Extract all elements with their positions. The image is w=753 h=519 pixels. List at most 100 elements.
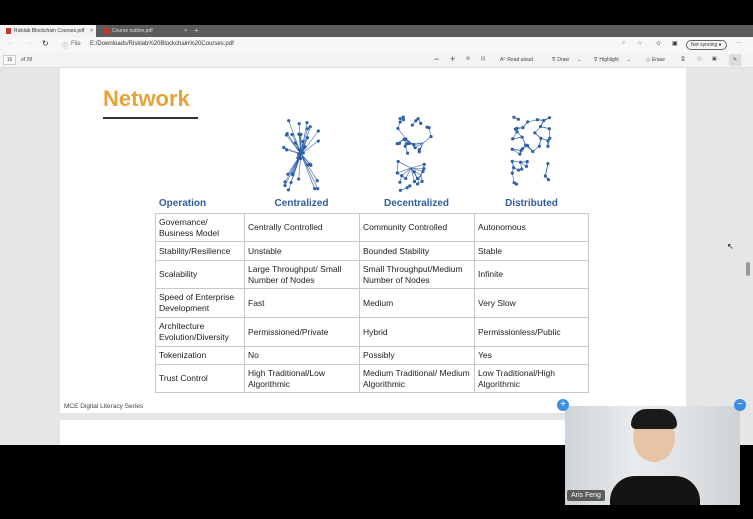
- tab-risklab[interactable]: Risklab Blockchain Courses.pdf ×: [0, 25, 96, 37]
- refresh-icon[interactable]: ↻: [42, 39, 49, 48]
- close-tab-icon[interactable]: ×: [184, 28, 187, 34]
- table-cell: Tokenization: [155, 346, 245, 365]
- url-input[interactable]: E:/Downloads/Risklab%20Blockchain%20Cour…: [90, 41, 234, 47]
- sync-button[interactable]: Not syncing ●: [686, 40, 727, 50]
- page-count: of 28: [21, 57, 33, 63]
- draw-label: Draw: [557, 57, 570, 63]
- network-node: [526, 120, 530, 124]
- network-node: [398, 120, 402, 124]
- network-node: [510, 171, 514, 175]
- network-node: [410, 123, 414, 127]
- table-cell: Low Traditional/High Algorithmic: [474, 364, 589, 393]
- sync-label: Not syncing: [691, 42, 718, 48]
- scrollbar-thumb[interactable]: [746, 262, 750, 276]
- tab-course-outline[interactable]: Course outline.pdf×: [98, 25, 190, 37]
- network-node: [282, 145, 286, 150]
- network-node: [305, 136, 310, 140]
- network-node: [511, 137, 515, 141]
- pin-icon[interactable]: ✎: [729, 54, 741, 66]
- network-edge: [405, 167, 412, 179]
- draw-icon: ∇: [552, 57, 556, 63]
- forward-icon[interactable]: →: [26, 40, 32, 46]
- network-node: [419, 121, 423, 125]
- table-cell: Stable: [474, 241, 589, 261]
- chevron-down-icon[interactable]: ⌄: [577, 57, 582, 63]
- network-node: [417, 150, 421, 154]
- read-aloud-icon: A⁰: [500, 57, 506, 63]
- zoom-out-button[interactable]: −: [434, 54, 440, 64]
- expand-video-button[interactable]: +: [557, 399, 569, 411]
- zoom-icon[interactable]: ⌕: [622, 40, 626, 46]
- highlight-button[interactable]: ∇Highlight⌄: [594, 57, 631, 63]
- back-icon[interactable]: ←: [8, 40, 14, 46]
- network-node: [405, 186, 409, 190]
- read-aloud-label: Read aloud: [507, 57, 533, 63]
- close-tab-icon[interactable]: ×: [90, 28, 93, 34]
- table-cell: Medium: [359, 288, 475, 318]
- collections-icon[interactable]: ▣: [672, 41, 678, 47]
- network-node: [297, 152, 301, 156]
- network-node: [313, 187, 317, 191]
- page-number-input[interactable]: 16: [3, 55, 16, 65]
- network-edge: [410, 167, 424, 169]
- zoom-in-button[interactable]: +: [450, 54, 456, 64]
- favorites-icon[interactable]: ✩: [656, 41, 662, 47]
- favorite-icon[interactable]: ☆: [637, 41, 643, 47]
- network-node: [422, 162, 426, 166]
- network-edge: [410, 164, 425, 169]
- network-node: [412, 143, 416, 147]
- network-node: [308, 125, 312, 129]
- chevron-down-icon[interactable]: ⌄: [626, 57, 632, 63]
- network-edge: [401, 167, 412, 176]
- network-node: [518, 160, 523, 164]
- fit-page-icon[interactable]: ⊡: [481, 56, 486, 62]
- network-edge: [420, 164, 425, 176]
- network-node: [283, 183, 287, 188]
- network-edge: [291, 153, 302, 174]
- video-tile[interactable]: [565, 406, 740, 505]
- table-cell: Architecture Evolution/Diversity: [155, 317, 245, 347]
- new-tab-button[interactable]: +: [194, 26, 199, 35]
- network-node: [543, 174, 547, 178]
- collapse-video-button[interactable]: −: [734, 399, 746, 411]
- more-icon[interactable]: ···: [736, 40, 742, 46]
- network-node: [510, 147, 514, 151]
- tab-label: Risklab Blockchain Courses.pdf: [14, 28, 85, 34]
- save-icon[interactable]: ▤: [697, 56, 702, 62]
- network-node: [396, 126, 400, 131]
- network-node: [398, 116, 402, 121]
- network-node: [546, 144, 550, 148]
- network-node: [520, 147, 525, 151]
- column-header-distributed: Distributed: [505, 198, 558, 209]
- slide-footer: MCE Digital Literacy Series: [64, 403, 144, 410]
- rotate-icon[interactable]: ⟳: [466, 56, 471, 62]
- save-as-icon[interactable]: ▣: [712, 56, 717, 62]
- network-node: [408, 184, 412, 188]
- erase-button[interactable]: ◇Erase: [646, 57, 665, 63]
- network-node: [516, 168, 521, 172]
- network-node: [305, 121, 309, 125]
- table-cell: High Traditional/Low Algorithmic: [244, 364, 360, 393]
- network-node: [401, 118, 406, 122]
- network-node: [315, 179, 319, 183]
- network-node: [520, 135, 524, 139]
- network-node: [512, 166, 516, 170]
- network-node: [533, 131, 537, 135]
- network-node: [542, 118, 546, 123]
- table-cell: Fast: [244, 288, 360, 318]
- table-cell: Scalability: [155, 260, 245, 289]
- network-edge: [300, 153, 318, 189]
- mouse-cursor-icon: ↖: [727, 242, 734, 251]
- print-icon[interactable]: ⎙: [681, 56, 686, 62]
- scrollbar[interactable]: [744, 68, 753, 445]
- network-node: [548, 136, 552, 140]
- network-node: [512, 181, 516, 185]
- network-node: [413, 146, 417, 150]
- network-edge: [397, 161, 399, 173]
- network-node: [284, 148, 289, 152]
- draw-button[interactable]: ∇Draw ⌄: [552, 57, 581, 63]
